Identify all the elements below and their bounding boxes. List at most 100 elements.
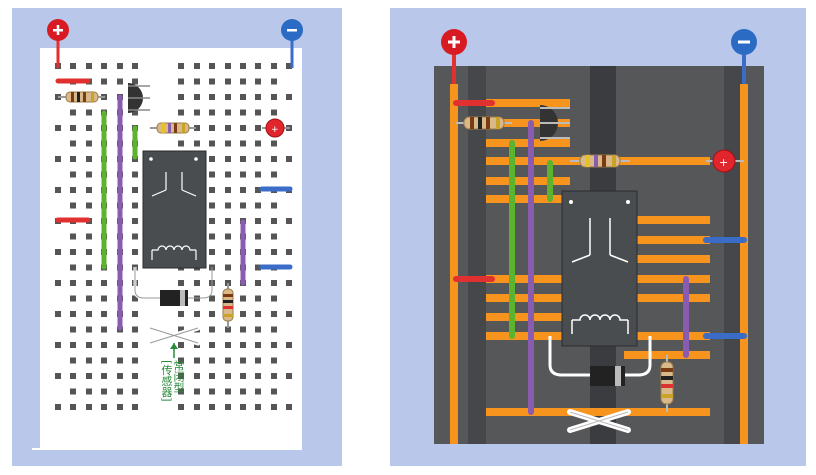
breadboard-hole	[255, 388, 261, 395]
breadboard-hole	[70, 373, 76, 379]
breadboard-hole	[240, 63, 246, 69]
breadboard-hole	[255, 156, 261, 162]
breadboard-hole	[240, 311, 246, 317]
breadboard-hole	[271, 326, 277, 333]
breadboard-hole	[225, 94, 231, 100]
breadboard-hole	[209, 94, 215, 100]
breadboard-hole	[101, 388, 107, 395]
breadboard-hole	[286, 249, 292, 255]
sensor-label-line1: 常闭型	[172, 360, 185, 393]
breadboard-hole	[70, 280, 76, 286]
transistor-icon	[540, 105, 570, 141]
breadboard-hole	[209, 218, 215, 224]
breadboard-hole	[86, 187, 92, 193]
breadboard-hole	[55, 156, 61, 162]
breadboard-hole	[240, 78, 246, 85]
breadboard-hole	[55, 311, 61, 317]
breadboard-hole	[86, 109, 92, 116]
breadboard-hole	[132, 171, 138, 178]
diode-icon	[133, 267, 213, 306]
breadboard-hole	[209, 326, 215, 333]
breadboard-hole	[225, 249, 231, 255]
breadboard-hole	[194, 280, 200, 286]
breadboard-hole	[70, 140, 76, 147]
breadboard-hole	[225, 233, 231, 240]
breadboard-hole	[225, 264, 231, 271]
breadboard-hole	[70, 156, 76, 162]
breadboard-hole	[178, 311, 184, 317]
breadboard-hole	[255, 280, 261, 286]
breadboard-hole	[194, 94, 200, 100]
breadboard-hole	[70, 249, 76, 255]
breadboard-hole	[194, 404, 200, 410]
breadboard-hole	[86, 388, 92, 395]
breadboard-hole	[55, 342, 61, 348]
breadboard-hole	[271, 218, 277, 224]
breadboard-hole	[209, 140, 215, 147]
breadboard-hole	[286, 311, 292, 317]
breadboard-hole	[255, 94, 261, 100]
breadboard-hole	[101, 342, 107, 348]
breadboard-hole	[132, 78, 138, 85]
sensor-arrow-icon	[170, 343, 178, 358]
breadboard-hole	[194, 109, 200, 116]
breadboard-hole	[101, 311, 107, 317]
breadboard-hole	[271, 342, 277, 348]
breadboard-hole	[209, 78, 215, 85]
breadboard-hole	[255, 373, 261, 379]
breadboard-hole	[225, 109, 231, 116]
breadboard-hole	[70, 342, 76, 348]
breadboard-hole	[70, 404, 76, 410]
led-polarity-label: +	[719, 156, 728, 169]
breadboard-hole	[286, 342, 292, 348]
breadboard-hole	[117, 63, 123, 69]
breadboard-hole	[240, 156, 246, 162]
breadboard-hole	[101, 295, 107, 302]
breadboard-hole	[271, 63, 277, 69]
breadboard-hole	[70, 326, 76, 333]
breadboard-hole	[178, 388, 184, 395]
breadboard-hole	[255, 342, 261, 348]
breadboard-hole	[70, 264, 76, 271]
breadboard-hole	[101, 373, 107, 379]
breadboard-hole	[70, 171, 76, 178]
breadboard-hole	[86, 233, 92, 240]
breadboard-hole	[225, 373, 231, 379]
breadboard-hole	[225, 78, 231, 85]
breadboard-hole	[255, 311, 261, 317]
breadboard-hole	[271, 404, 277, 410]
breadboard-hole	[55, 404, 61, 410]
breadboard-hole	[209, 125, 215, 131]
breadboard-hole	[240, 326, 246, 333]
negative-terminal-icon	[731, 29, 757, 84]
breadboard-hole	[70, 125, 76, 131]
breadboard-hole	[132, 342, 138, 348]
breadboard-hole	[271, 156, 277, 162]
breadboard-hole	[240, 295, 246, 302]
breadboard-hole	[255, 140, 261, 147]
breadboard-hole	[178, 78, 184, 85]
breadboard-hole	[286, 156, 292, 162]
breadboard-hole	[225, 171, 231, 178]
resistor-icon	[456, 116, 512, 130]
breadboard-hole	[101, 78, 107, 85]
breadboard-hole	[255, 218, 261, 224]
breadboard-hole	[86, 202, 92, 209]
led-icon: +	[706, 149, 744, 173]
breadboard-hole	[70, 357, 76, 364]
breadboard-hole	[86, 140, 92, 147]
breadboard-hole	[209, 63, 215, 69]
breadboard-hole	[286, 404, 292, 410]
breadboard-hole	[194, 357, 200, 364]
diode-icon	[548, 336, 652, 386]
breadboard-hole	[70, 63, 76, 69]
breadboard-hole	[240, 171, 246, 178]
breadboard-hole	[271, 140, 277, 147]
breadboard-hole	[70, 311, 76, 317]
breadboard-hole	[240, 187, 246, 193]
breadboard-hole	[132, 249, 138, 255]
breadboard-hole	[271, 357, 277, 364]
breadboard-hole	[225, 404, 231, 410]
breadboard-hole	[240, 342, 246, 348]
breadboard-hole	[132, 63, 138, 69]
